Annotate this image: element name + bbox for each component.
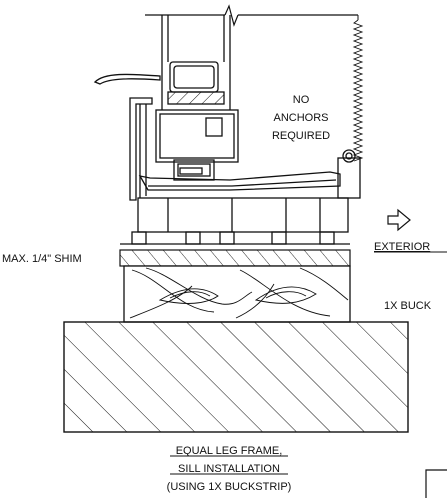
break-line-icon <box>145 4 358 27</box>
max-shim-label: MAX. 1/4" SHIM <box>2 253 82 265</box>
wall-edge <box>352 15 364 162</box>
caption-line-3: (USING 1X BUCKSTRIP) <box>167 481 292 493</box>
no-anchors-label-3: REQUIRED <box>272 130 330 142</box>
no-anchors-label-2: ANCHORS <box>273 112 328 124</box>
shim <box>119 249 351 267</box>
buckstrip-label: 1X BUCK <box>384 300 432 312</box>
no-anchors-label-1: NO <box>293 94 310 106</box>
framing-member <box>63 321 409 433</box>
caption-line-1: EQUAL LEG FRAME, <box>176 445 283 457</box>
exterior-label: EXTERIOR <box>374 241 430 253</box>
buckstrip <box>123 265 351 323</box>
frame-profile <box>93 15 361 245</box>
sheet-border-fragment <box>425 469 447 498</box>
caption-line-2: SILL INSTALLATION <box>178 463 280 475</box>
outline-arrow-right-icon <box>387 208 411 232</box>
